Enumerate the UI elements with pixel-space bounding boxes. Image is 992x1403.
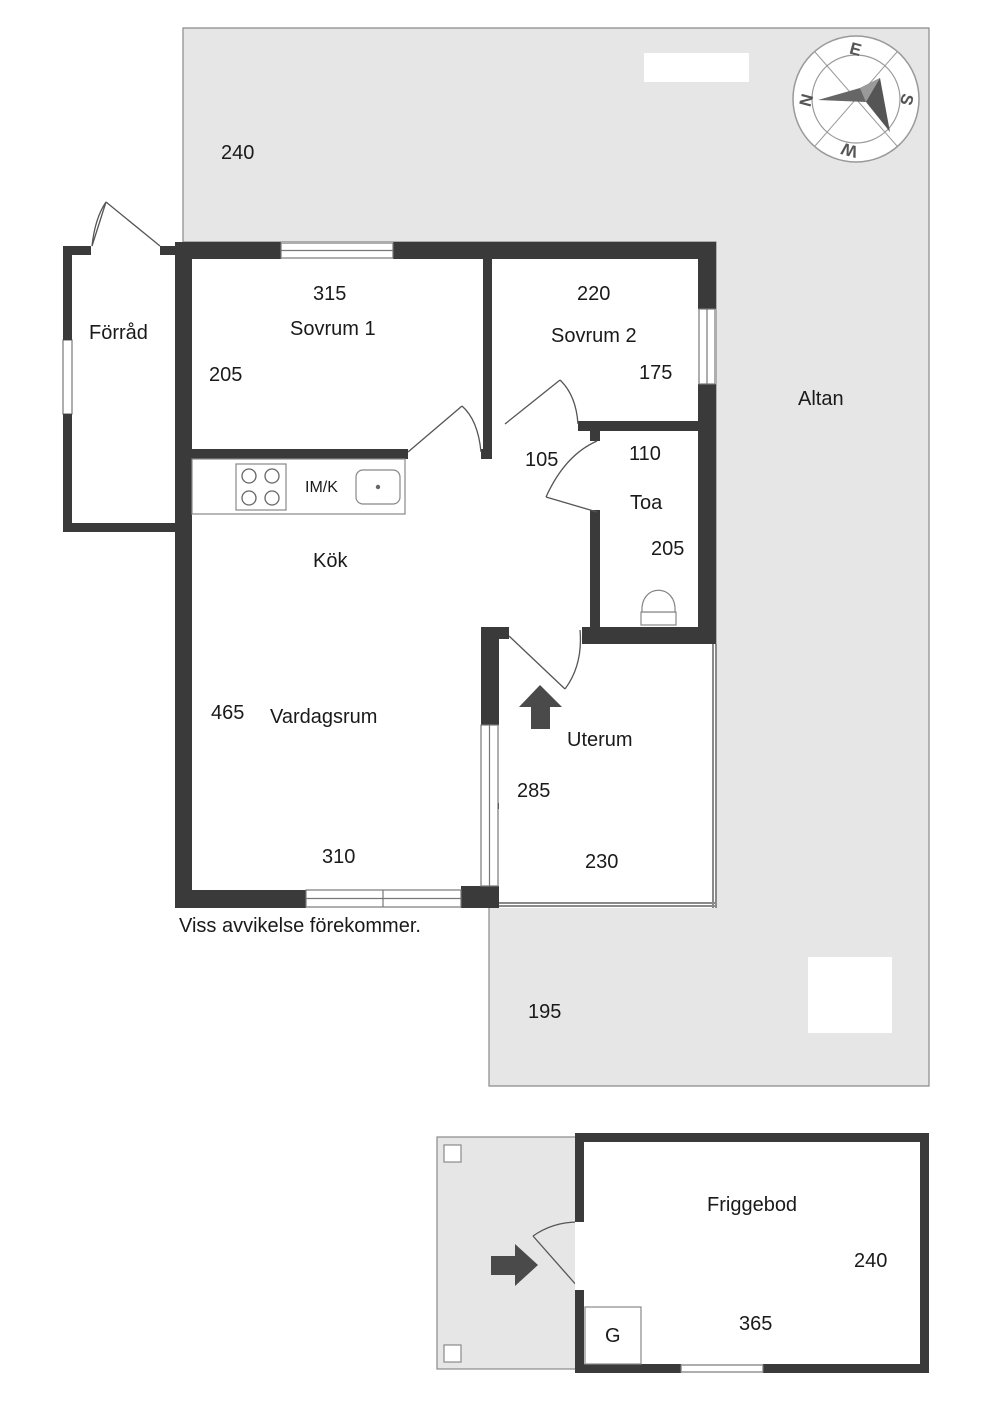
vardagsrum-label: Vardagsrum — [270, 706, 377, 728]
toa-depth: 205 — [651, 538, 684, 560]
house-walls — [175, 242, 716, 908]
wall-left — [175, 242, 192, 908]
sovrum2-width: 220 — [577, 283, 610, 305]
friggebod-window-bottom — [680, 1364, 764, 1373]
deck-white-patch-top — [644, 53, 749, 82]
friggebod-storage-box — [584, 1306, 642, 1365]
wall-bottom-right — [461, 886, 499, 908]
friggebod-wall-bottom-left — [575, 1364, 681, 1373]
forrad-wall-top-left — [63, 246, 91, 255]
kitchen-fixture-label: IM/K — [305, 479, 338, 496]
porch-deck-area — [436, 1136, 583, 1370]
wall-top-right — [393, 242, 716, 259]
door-toa — [545, 440, 598, 513]
door-friggebod — [532, 1221, 579, 1288]
deck-white-patch-bottom — [808, 957, 892, 1033]
compass-rose: N E S W — [792, 35, 920, 163]
friggebod-depth: 240 — [854, 1250, 887, 1272]
wall-toa-bottom — [582, 627, 716, 644]
compass-north-letter: N — [796, 92, 818, 109]
door-uterum — [508, 629, 582, 690]
wall-right-upper — [698, 242, 716, 309]
vardagsrum-width: 310 — [322, 846, 355, 868]
toilet-icon — [640, 589, 677, 626]
friggebod-entrance-arrow-icon — [491, 1244, 538, 1286]
wall-top-left — [175, 242, 281, 259]
sovrum1-depth: 205 — [209, 364, 242, 386]
forrad-walls — [63, 246, 181, 532]
deviation-note: Viss avvikelse förekommer. — [179, 915, 421, 937]
kitchen-counter: IM/K — [191, 458, 406, 515]
toa-label: Toa — [630, 492, 663, 514]
forrad-floor — [63, 246, 181, 532]
vardagsrum-depth: 465 — [211, 702, 244, 724]
altan-label: Altan — [798, 388, 844, 410]
uterum-floor — [489, 636, 716, 908]
forrad-wall-top-right — [160, 246, 181, 255]
wall-bedroom1-bottom-b — [481, 449, 492, 459]
entrance-arrow-icon — [519, 685, 562, 729]
wall-bedroom-divider — [483, 258, 492, 458]
door-sovrum2 — [504, 379, 579, 425]
uterum-outer-walls — [499, 644, 717, 908]
porch-post-top — [443, 1144, 462, 1163]
kok-label: Kök — [313, 550, 348, 572]
compass-west-letter: W — [838, 139, 859, 162]
altan-bottom-width: 195 — [528, 1001, 561, 1023]
uterum-depth: 285 — [517, 780, 550, 802]
sovrum1-width: 315 — [313, 283, 346, 305]
friggebod-width: 365 — [739, 1313, 772, 1335]
wall-uterum-left-upper — [481, 627, 499, 725]
windows — [62, 242, 716, 908]
porch-post-bottom — [443, 1344, 462, 1363]
wall-right-middle — [698, 384, 716, 644]
friggebod-storage-label: G — [605, 1325, 621, 1347]
friggebod-wall-bottom-right — [763, 1364, 929, 1373]
wall-toa-left — [590, 431, 600, 441]
forrad-wall-left-lower — [63, 414, 72, 532]
door-forrad — [91, 201, 161, 247]
hall-width: 105 — [525, 449, 558, 471]
friggebod-wall-left-lower — [575, 1290, 584, 1373]
doors — [91, 201, 598, 1288]
toa-width: 110 — [629, 443, 661, 465]
friggebod-wall-top — [575, 1133, 929, 1142]
forrad-wall-left-upper — [63, 246, 72, 340]
wall-bedroom1-bottom-a — [192, 449, 408, 459]
wall-toa-left-lower — [590, 510, 600, 644]
uterum-label: Uterum — [567, 729, 633, 751]
friggebod-label: Friggebod — [707, 1194, 797, 1216]
wall-bedroom2-bottom — [578, 421, 702, 431]
compass-inner-ring — [811, 54, 901, 144]
forrad-wall-bottom — [63, 523, 181, 532]
uterum-width: 230 — [585, 851, 618, 873]
compass-needle-north — [818, 88, 866, 102]
altan-top-width: 240 — [221, 142, 254, 164]
friggebod-wall-right — [920, 1133, 929, 1373]
compass-south-letter: S — [896, 92, 917, 108]
compass-needle-light — [860, 78, 880, 102]
door-sovrum1 — [407, 405, 482, 453]
sink-icon — [355, 469, 401, 505]
window-forrad-left — [62, 339, 73, 415]
friggebod-walls — [575, 1133, 929, 1373]
sovrum2-label: Sovrum 2 — [551, 325, 637, 347]
friggebod-wall-left-upper — [575, 1133, 584, 1222]
forrad-label: Förråd — [89, 322, 148, 344]
sovrum2-depth: 175 — [639, 362, 672, 384]
compass-east-letter: E — [848, 39, 864, 60]
wall-bottom-left — [175, 890, 306, 908]
stove-icon — [235, 463, 287, 511]
sovrum1-label: Sovrum 1 — [290, 318, 376, 340]
friggebod-porch — [436, 1136, 583, 1370]
